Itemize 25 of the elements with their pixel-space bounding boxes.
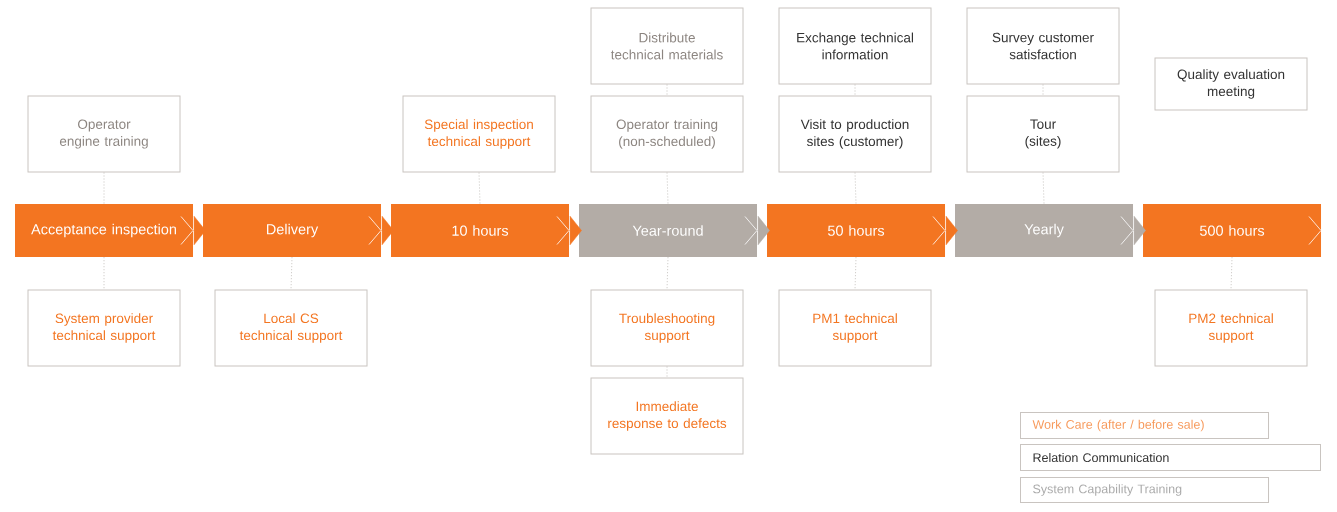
activity-box: Survey customer satisfaction xyxy=(966,7,1120,85)
legend-entry: Relation Communication xyxy=(1020,444,1321,471)
activity-box: System provider technical support xyxy=(27,289,181,367)
activity-box: Distribute technical materials xyxy=(590,7,744,85)
step-arrow xyxy=(756,215,770,246)
activity-box: Operator training (non-scheduled) xyxy=(590,95,744,173)
activity-box: Exchange technical information xyxy=(778,7,932,85)
activity-box: PM2 technical support xyxy=(1154,289,1308,367)
legend-entry: System Capability Training xyxy=(1020,477,1269,503)
legend-entry: Work Care (after / before sale) xyxy=(1020,412,1269,439)
activity-box: Local CS technical support xyxy=(214,289,368,367)
step-arrow xyxy=(380,215,394,246)
step-arrow xyxy=(1132,215,1146,246)
activity-box: Visit to production sites (customer) xyxy=(778,95,932,173)
activity-box: Special inspection technical support xyxy=(402,95,556,173)
activity-box: Immediate response to defects xyxy=(590,377,744,455)
activity-box: Quality evaluation meeting xyxy=(1154,57,1308,111)
activity-box: PM1 technical support xyxy=(778,289,932,367)
activity-box: Tour (sites) xyxy=(966,95,1120,173)
activity-box: Operator engine training xyxy=(27,95,181,173)
step-arrow xyxy=(944,215,958,246)
step-arrow xyxy=(192,215,206,246)
timeline-step: 500 hours xyxy=(1143,204,1322,257)
activity-box: Troubleshooting support xyxy=(590,289,744,367)
step-arrow xyxy=(568,215,582,246)
